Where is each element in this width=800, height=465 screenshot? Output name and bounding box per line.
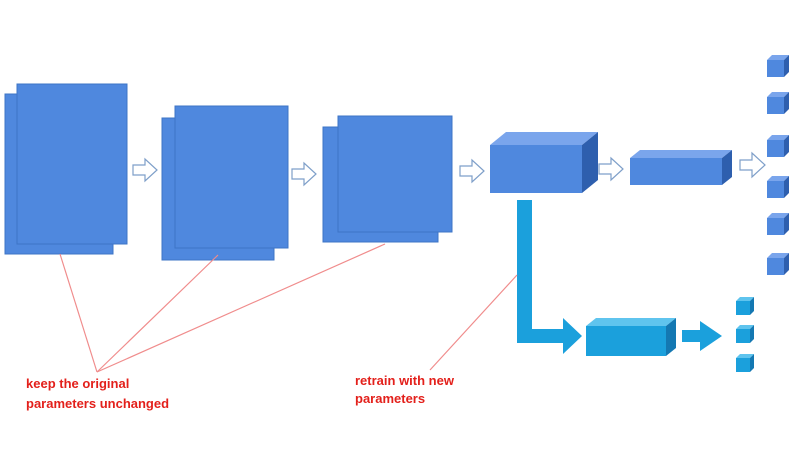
- original-output-cube-5-top: [767, 213, 789, 218]
- retrain-caption-line-1: retrain with new: [355, 373, 455, 388]
- new-output-cube-2-side: [750, 325, 754, 343]
- original-fc-side: [722, 150, 732, 185]
- branch-bent-arrow: [517, 200, 582, 354]
- original-output-cube-5-side: [784, 213, 789, 235]
- original-output-cube-4-front: [767, 181, 784, 198]
- retrained-fc-top: [586, 318, 676, 326]
- original-fc-block: [630, 150, 732, 185]
- retrained-fc-block: [586, 318, 676, 356]
- frozen-layer-1: [4, 83, 128, 255]
- shared-block-side: [582, 132, 598, 193]
- pointer-to-layer-3: [96, 243, 386, 373]
- original-output-cube-3: [767, 135, 789, 157]
- annotation-pointers: [59, 243, 518, 373]
- retrain-caption-line-2: parameters: [355, 391, 425, 406]
- shared-feature-block: [490, 132, 598, 193]
- original-output-cube-3-side: [784, 135, 789, 157]
- original-output-cubes: [767, 55, 789, 275]
- flow-arrow-1: [132, 157, 158, 183]
- layer-1-front-sheet: [16, 83, 128, 245]
- original-output-cube-6-front: [767, 258, 784, 275]
- original-output-cube-4-side: [784, 176, 789, 198]
- new-output-cube-2: [736, 325, 754, 343]
- new-branch: [517, 200, 754, 372]
- original-output-cube-5: [767, 213, 789, 235]
- new-output-cube-1-side: [750, 297, 754, 315]
- new-output-cube-1-front: [736, 301, 750, 315]
- frozen-layer-3: [322, 115, 453, 243]
- flow-arrow-5: [739, 151, 766, 179]
- annotation-captions: keep the original parameters unchanged r…: [26, 373, 455, 411]
- pointer-to-layer-1: [59, 253, 98, 373]
- new-output-cube-2-top: [736, 325, 754, 329]
- new-output-cubes: [736, 297, 754, 372]
- original-output-cube-2-top: [767, 92, 789, 97]
- original-output-cube-1-side: [784, 55, 789, 77]
- retrained-fc-side: [666, 318, 676, 356]
- pointer-to-layer-2: [96, 254, 219, 373]
- flow-arrow-3: [459, 158, 485, 184]
- new-output-cube-1-top: [736, 297, 754, 301]
- new-output-cube-3-side: [750, 354, 754, 372]
- original-output-cube-1-front: [767, 60, 784, 77]
- original-output-cube-6-side: [784, 253, 789, 275]
- flow-arrow-4: [598, 156, 624, 182]
- original-output-cube-3-top: [767, 135, 789, 140]
- original-output-cube-4-top: [767, 176, 789, 181]
- new-output-cube-3: [736, 354, 754, 372]
- frozen-caption-line-2: parameters unchanged: [26, 396, 169, 411]
- original-output-cube-2-side: [784, 92, 789, 114]
- flow-arrows: [132, 151, 766, 187]
- frozen-layer-2: [161, 105, 289, 261]
- shared-block-front: [490, 145, 582, 193]
- branch-output-arrow: [682, 321, 722, 351]
- new-output-cube-2-front: [736, 329, 750, 343]
- original-output-cube-3-front: [767, 140, 784, 157]
- flow-arrow-2: [291, 161, 317, 187]
- retrained-fc-front: [586, 326, 666, 356]
- new-output-cube-3-front: [736, 358, 750, 372]
- original-fc-top: [630, 150, 732, 158]
- new-output-cube-1: [736, 297, 754, 315]
- layer-2-front-sheet: [174, 105, 289, 249]
- new-output-cube-3-top: [736, 354, 754, 358]
- original-output-cube-6: [767, 253, 789, 275]
- original-output-cube-4: [767, 176, 789, 198]
- shared-block-top: [490, 132, 598, 145]
- original-output-cube-1: [767, 55, 789, 77]
- original-output-cube-6-top: [767, 253, 789, 258]
- original-fc-front: [630, 158, 722, 185]
- layer-3-front-sheet: [337, 115, 453, 233]
- pointer-to-branch: [429, 274, 518, 371]
- original-output-cube-2-front: [767, 97, 784, 114]
- original-output-cube-5-front: [767, 218, 784, 235]
- frozen-caption-line-1: keep the original: [26, 376, 129, 391]
- original-output-cube-2: [767, 92, 789, 114]
- original-output-cube-1-top: [767, 55, 789, 60]
